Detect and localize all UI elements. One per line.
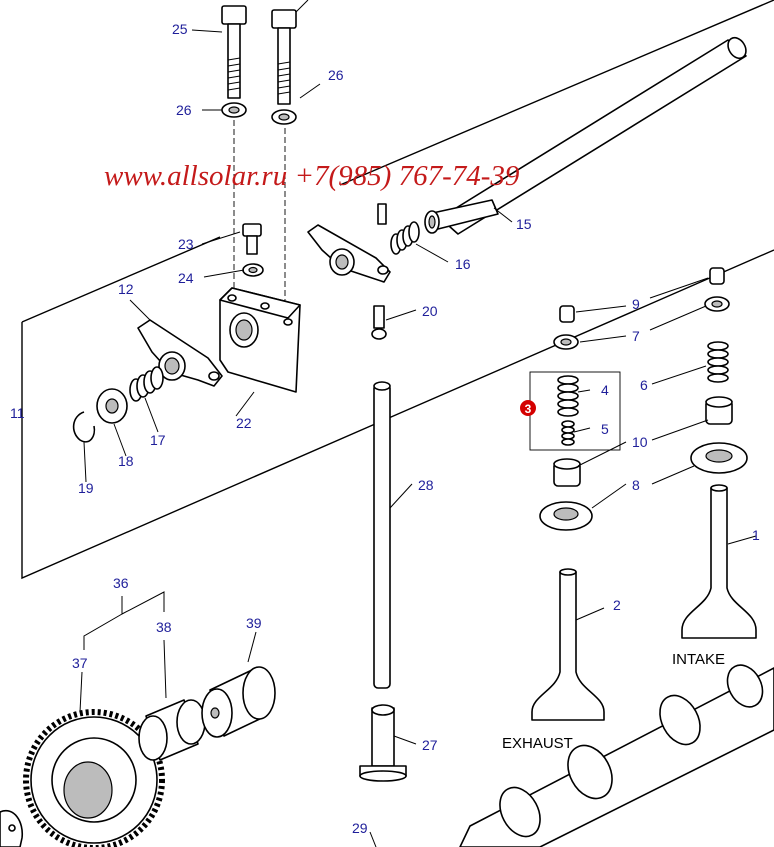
callout-38: 38 [156,619,172,635]
watermark-text: www.allsolar.ru +7(985) 767-74-39 [104,160,520,192]
bolt-25-right [271,9,297,105]
callout-5: 5 [601,421,609,437]
rocker-bracket-22 [219,287,301,393]
assembly-badge-circle [520,400,536,416]
callout-26-left: 26 [176,102,192,118]
keeper-9-exhaust [559,305,575,323]
callout-39: 39 [246,615,262,631]
camshaft [459,664,774,847]
callout-36: 36 [113,575,129,591]
tappet-27 [359,704,407,782]
gear-37 [23,709,165,847]
callout-27: 27 [422,737,438,753]
exhaust-valve-2 [531,568,605,721]
callout-numbers: 1 2 4 5 6 7 8 9 10 11 12 15 16 17 18 19 … [10,21,760,836]
intake-label: INTAKE [672,651,725,668]
callout-37: 37 [72,655,88,671]
keeper-9-intake [709,267,725,285]
seat-8-intake [690,442,748,474]
rocker-assembly-panel [21,0,774,580]
callout-9: 9 [632,296,640,312]
callout-12: 12 [118,281,134,297]
callout-19: 19 [78,480,94,496]
spring-6 [707,341,729,383]
spring-17 [129,366,164,402]
seal-10-intake [705,396,733,425]
exhaust-label: EXHAUST [502,735,573,752]
screw-20 [371,305,387,340]
callout-18: 18 [118,453,134,469]
callout-28: 28 [418,477,434,493]
callout-2: 2 [613,597,621,613]
callout-23: 23 [178,236,194,252]
seat-8-exhaust [539,501,593,531]
washer-24 [242,263,264,277]
callout-24: 24 [178,270,194,286]
callout-8: 8 [632,477,640,493]
leader-lines [79,29,757,847]
callout-20: 20 [422,303,438,319]
hub-part-lower-left [0,809,24,847]
spring-4 [557,375,579,417]
intake-valve-1 [681,484,757,639]
retainer-7-exhaust [553,334,579,350]
callout-4: 4 [601,382,609,398]
flanged-bushing-39 [201,666,276,738]
callout-16: 16 [455,256,471,272]
rocker-arm-12 [137,319,223,387]
callout-25: 25 [172,21,188,37]
callout-29: 29 [352,820,368,836]
callout-11: 11 [10,405,25,421]
callout-26-right: 26 [328,67,344,83]
bushing-38 [138,699,206,761]
spring-5 [561,420,575,446]
retainer-7-intake [704,296,730,312]
sleeve-15 [424,199,499,234]
washer-18 [96,388,128,424]
callout-17: 17 [150,432,166,448]
bolt-23 [242,223,262,255]
assembly-badge-number: 3 [525,402,532,416]
callout-22: 22 [236,415,252,431]
seal-10-exhaust [553,458,581,487]
callout-15: 15 [516,216,532,232]
spring-16 [390,221,420,255]
callout-1: 1 [752,527,760,543]
callout-7: 7 [632,328,640,344]
callout-10: 10 [632,434,648,450]
push-rod-28 [373,381,391,689]
rocker-shaft [439,36,747,235]
rocker-arm-upper [307,203,391,283]
bolt-25-left [221,5,247,99]
callout-6: 6 [640,377,648,393]
washer-26-left [221,102,247,118]
assembly-badge: 3 [520,400,536,416]
circlip-19 [72,411,96,443]
washer-26-right [271,109,297,125]
